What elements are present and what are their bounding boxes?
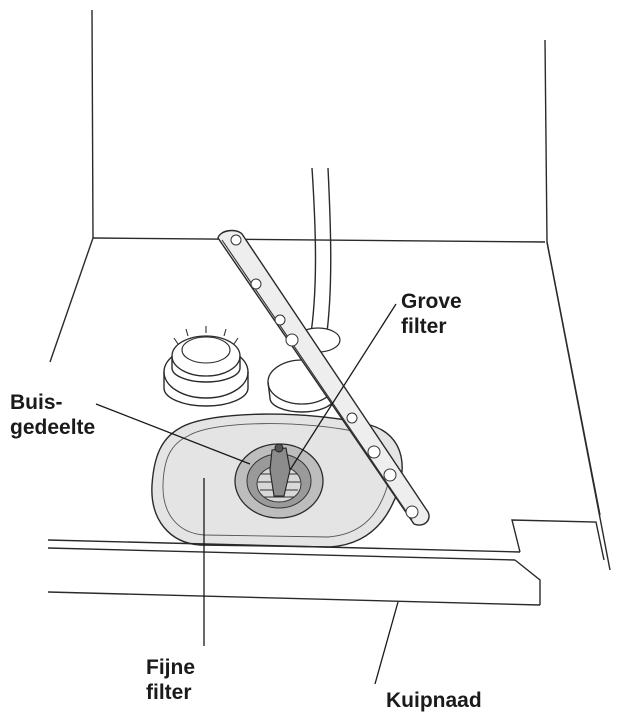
tub-walls: [49, 9, 611, 571]
label-buisgedeelte: Buis- gedeelte: [10, 390, 95, 440]
label-grove-filter: Grove filter: [401, 289, 462, 339]
lower-spray-arm: [217, 229, 430, 526]
coarse-filter: [234, 443, 324, 519]
leader-grove-filter: [289, 303, 397, 471]
leader-kuipnaad: [374, 601, 399, 685]
leader-buisgedeelte: [95, 403, 251, 465]
label-fijne-filter-line2: filter: [146, 681, 192, 704]
label-kuipnaad: Kuipnaad: [386, 689, 482, 712]
label-fijne-filter: Fijne filter: [146, 655, 195, 705]
label-buisgedeelte-line1: Buis-: [10, 391, 63, 414]
label-fijne-filter-line1: Fijne: [146, 656, 196, 679]
tub-seam: [47, 519, 605, 606]
label-grove-filter-line2: filter: [401, 315, 447, 338]
label-buisgedeelte-line2: gedeelte: [10, 416, 96, 439]
label-grove-filter-line1: Grove: [401, 290, 462, 313]
drain-hose: [309, 167, 332, 341]
salt-container-cap: [163, 326, 249, 407]
